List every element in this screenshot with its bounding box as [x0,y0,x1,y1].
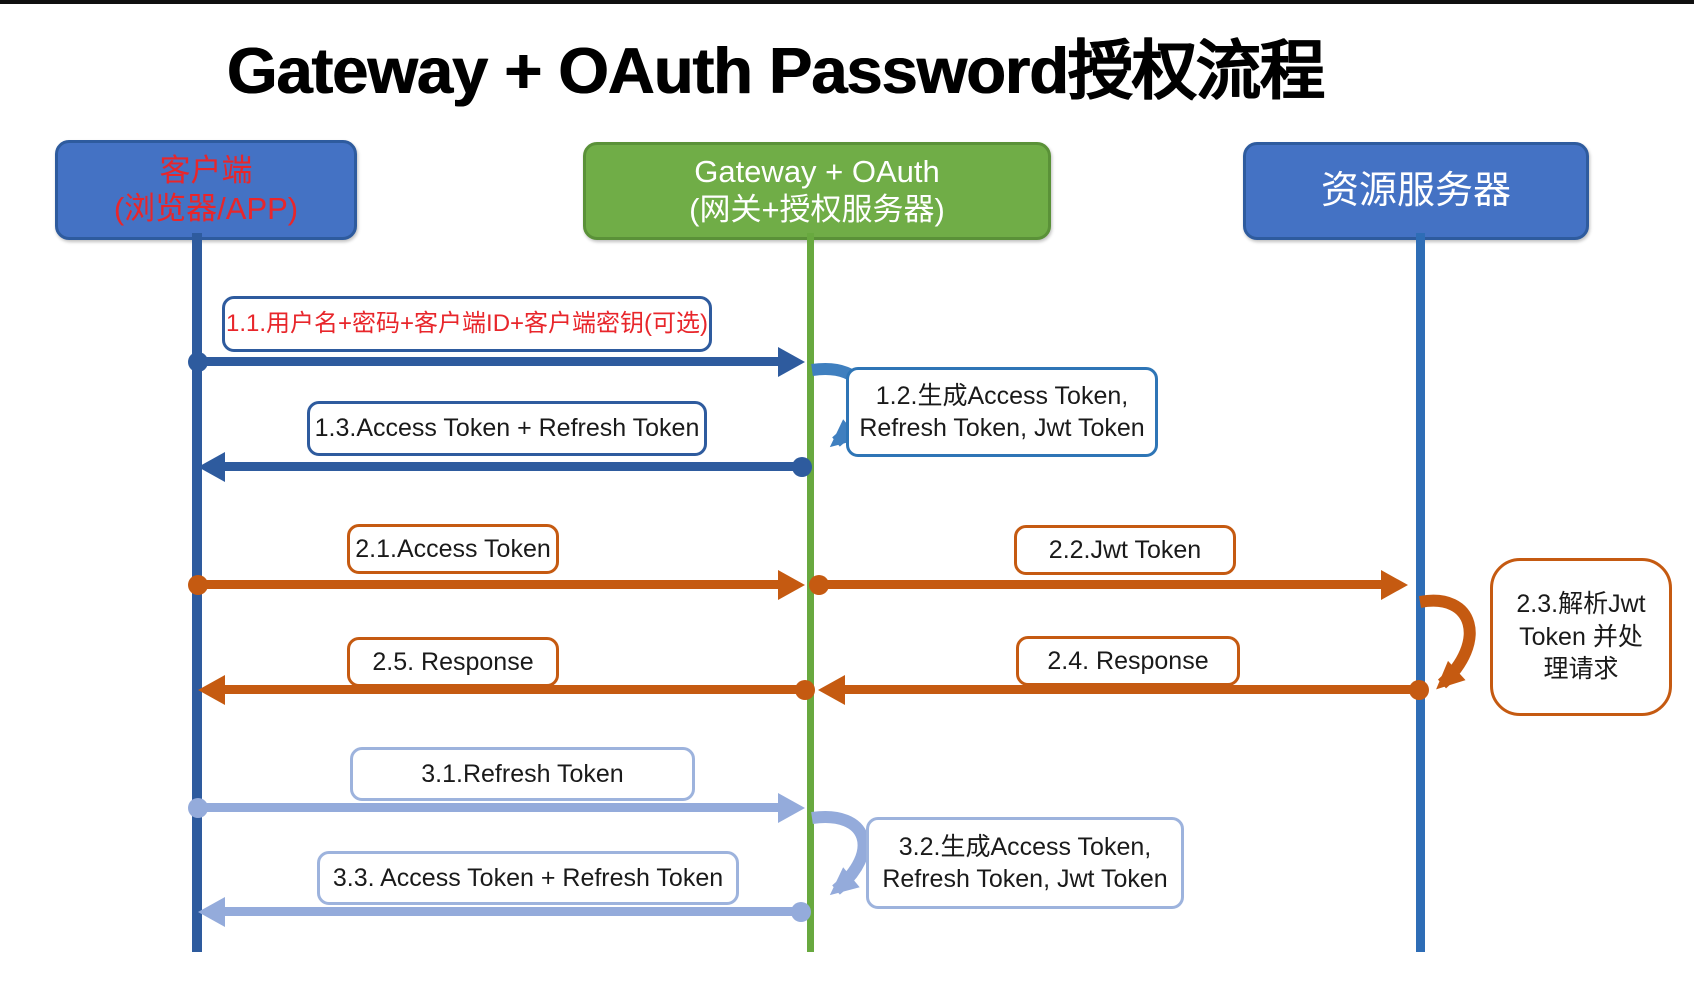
arrow-2-2-origin-dot [809,574,829,595]
message-label-1-2: 1.2.生成Access Token, Refresh Token, Jwt T… [846,367,1158,457]
arrow-2-4-origin-dot [1409,679,1429,700]
message-label-3-3: 3.3. Access Token + Refresh Token [317,851,739,905]
diagram-title: Gateway + OAuth Password授权流程 [226,34,1324,107]
actor-client-name: 客户端 [159,153,253,189]
arrow-1-3-head-icon [198,451,225,482]
self-loop-arrow-2-3 [1418,594,1476,690]
message-label-1-3: 1.3.Access Token + Refresh Token [307,401,707,456]
arrow-2-4 [818,674,1429,705]
arrow-2-5-head-icon [198,674,225,705]
arrow-2-1-origin-dot [188,574,208,595]
arrow-3-3-origin-dot [791,901,811,922]
actor-client: 客户端 (浏览器/APP) [55,140,357,240]
arrow-2-1-shaft [197,580,787,589]
self-loop-arrow-3-2 [811,811,870,896]
arrow-2-1 [188,569,805,600]
arrow-3-1 [188,792,805,823]
message-label-3-1: 3.1.Refresh Token [350,747,695,801]
actor-gateway-name: Gateway + OAuth [694,154,940,190]
arrow-3-3-head-icon [198,896,225,927]
arrow-1-1-origin-dot [188,351,208,372]
arrow-2-5 [198,674,815,705]
arrow-3-3 [198,896,811,927]
actor-client-subtitle: (浏览器/APP) [113,191,299,226]
message-label-2-1: 2.1.Access Token [347,524,559,574]
lifeline-resource [1416,233,1425,952]
arrow-3-1-origin-dot [188,797,208,818]
arrow-1-3-shaft [216,462,803,471]
arrow-2-5-shaft [216,685,806,694]
top-border-strip [0,0,1694,4]
arrow-2-5-origin-dot [795,679,815,700]
message-label-2-5: 2.5. Response [347,637,559,687]
actor-gateway-subtitle: (网关+授权服务器) [689,192,945,227]
message-label-3-2: 3.2.生成Access Token, Refresh Token, Jwt T… [866,817,1184,909]
arrow-1-1 [188,346,805,377]
arrow-2-4-shaft [836,685,1420,694]
actor-resource-name: 资源服务器 [1320,169,1511,212]
arrow-3-1-shaft [197,803,787,812]
arrow-1-3-origin-dot [792,456,812,477]
lifeline-gateway [807,233,814,952]
arrow-2-2 [809,569,1408,600]
message-label-1-1: 1.1.用户名+密码+客户端ID+客户端密钥(可选) [222,296,712,352]
arrow-3-3-shaft [216,907,802,916]
arrow-2-4-head-icon [818,674,845,705]
actor-resource: 资源服务器 [1243,142,1589,240]
message-label-2-4: 2.4. Response [1016,636,1240,686]
arrow-3-1-head-icon [778,792,805,823]
arrow-1-1-head-icon [778,346,805,377]
arrow-2-1-head-icon [778,569,805,600]
actor-gateway: Gateway + OAuth (网关+授权服务器) [583,142,1051,240]
arrow-2-2-head-icon [1381,569,1408,600]
arrow-1-1-shaft [197,357,787,366]
arrow-1-3 [198,451,812,482]
arrow-2-2-shaft [818,580,1390,589]
message-label-2-3: 2.3.解析Jwt Token 并处理请求 [1490,558,1672,716]
message-label-2-2: 2.2.Jwt Token [1014,525,1236,575]
